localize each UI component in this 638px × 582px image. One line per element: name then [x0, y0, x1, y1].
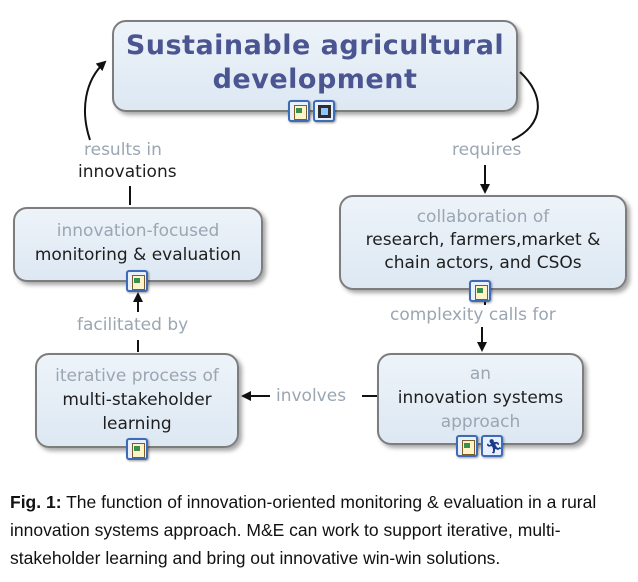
node-label-dark: monitoring & evaluation	[34, 245, 242, 265]
document-icon[interactable]	[126, 438, 148, 460]
document-icon[interactable]	[456, 435, 478, 457]
node-label-dark: innovation systems	[397, 388, 564, 408]
runner-icon[interactable]: 🏃︎	[481, 435, 503, 457]
link-label-innovations: innovations	[78, 162, 177, 182]
film-icon[interactable]	[313, 100, 335, 122]
node-collaboration: collaboration of research, farmers,marke…	[339, 195, 627, 290]
figure-caption: Fig. 1: The function of innovation-orien…	[10, 488, 630, 572]
node-title-line2: development	[212, 64, 418, 95]
link-label-involves: involves	[276, 386, 347, 406]
node-label-muted-2: approach	[440, 412, 521, 432]
node-collaboration-icons	[469, 280, 491, 302]
caption-label: Fig. 1:	[10, 492, 62, 512]
node-label-dark-1: research, farmers,market &	[365, 230, 601, 250]
node-label-muted: innovation-focused	[56, 221, 220, 241]
node-sustainable-development: Sustainable agricultural development	[112, 20, 518, 112]
caption-text: The function of innovation-oriented moni…	[10, 492, 597, 568]
link-label-results-in: results in	[84, 140, 162, 160]
node-label-dark-2: chain actors, and CSOs	[384, 253, 582, 273]
link-label-complexity: complexity calls for	[390, 305, 556, 325]
node-innovation-systems-icons: 🏃︎	[456, 435, 503, 457]
connector-requires	[511, 71, 539, 141]
node-label-dark-1: multi-stakeholder	[62, 390, 212, 410]
node-label-dark-2: learning	[102, 414, 172, 434]
node-iterative-process: iterative process of multi-stakeholder l…	[35, 353, 239, 448]
node-sustainable-icons	[288, 100, 335, 122]
node-label-muted: iterative process of	[55, 366, 219, 386]
node-title-line1: Sustainable agricultural	[125, 30, 505, 61]
node-label-muted: collaboration of	[416, 207, 550, 227]
link-label-requires: requires	[452, 140, 522, 160]
connector-results-in-upper	[84, 60, 107, 141]
document-icon[interactable]	[126, 270, 148, 292]
link-label-facilitated-by: facilitated by	[77, 315, 189, 335]
document-icon[interactable]	[469, 280, 491, 302]
document-icon[interactable]	[288, 100, 310, 122]
node-innovation-systems-approach: an innovation systems approach	[377, 353, 584, 445]
node-label-muted-1: an	[469, 364, 492, 384]
node-monitoring-icons	[126, 270, 148, 292]
node-iterative-icons	[126, 438, 148, 460]
